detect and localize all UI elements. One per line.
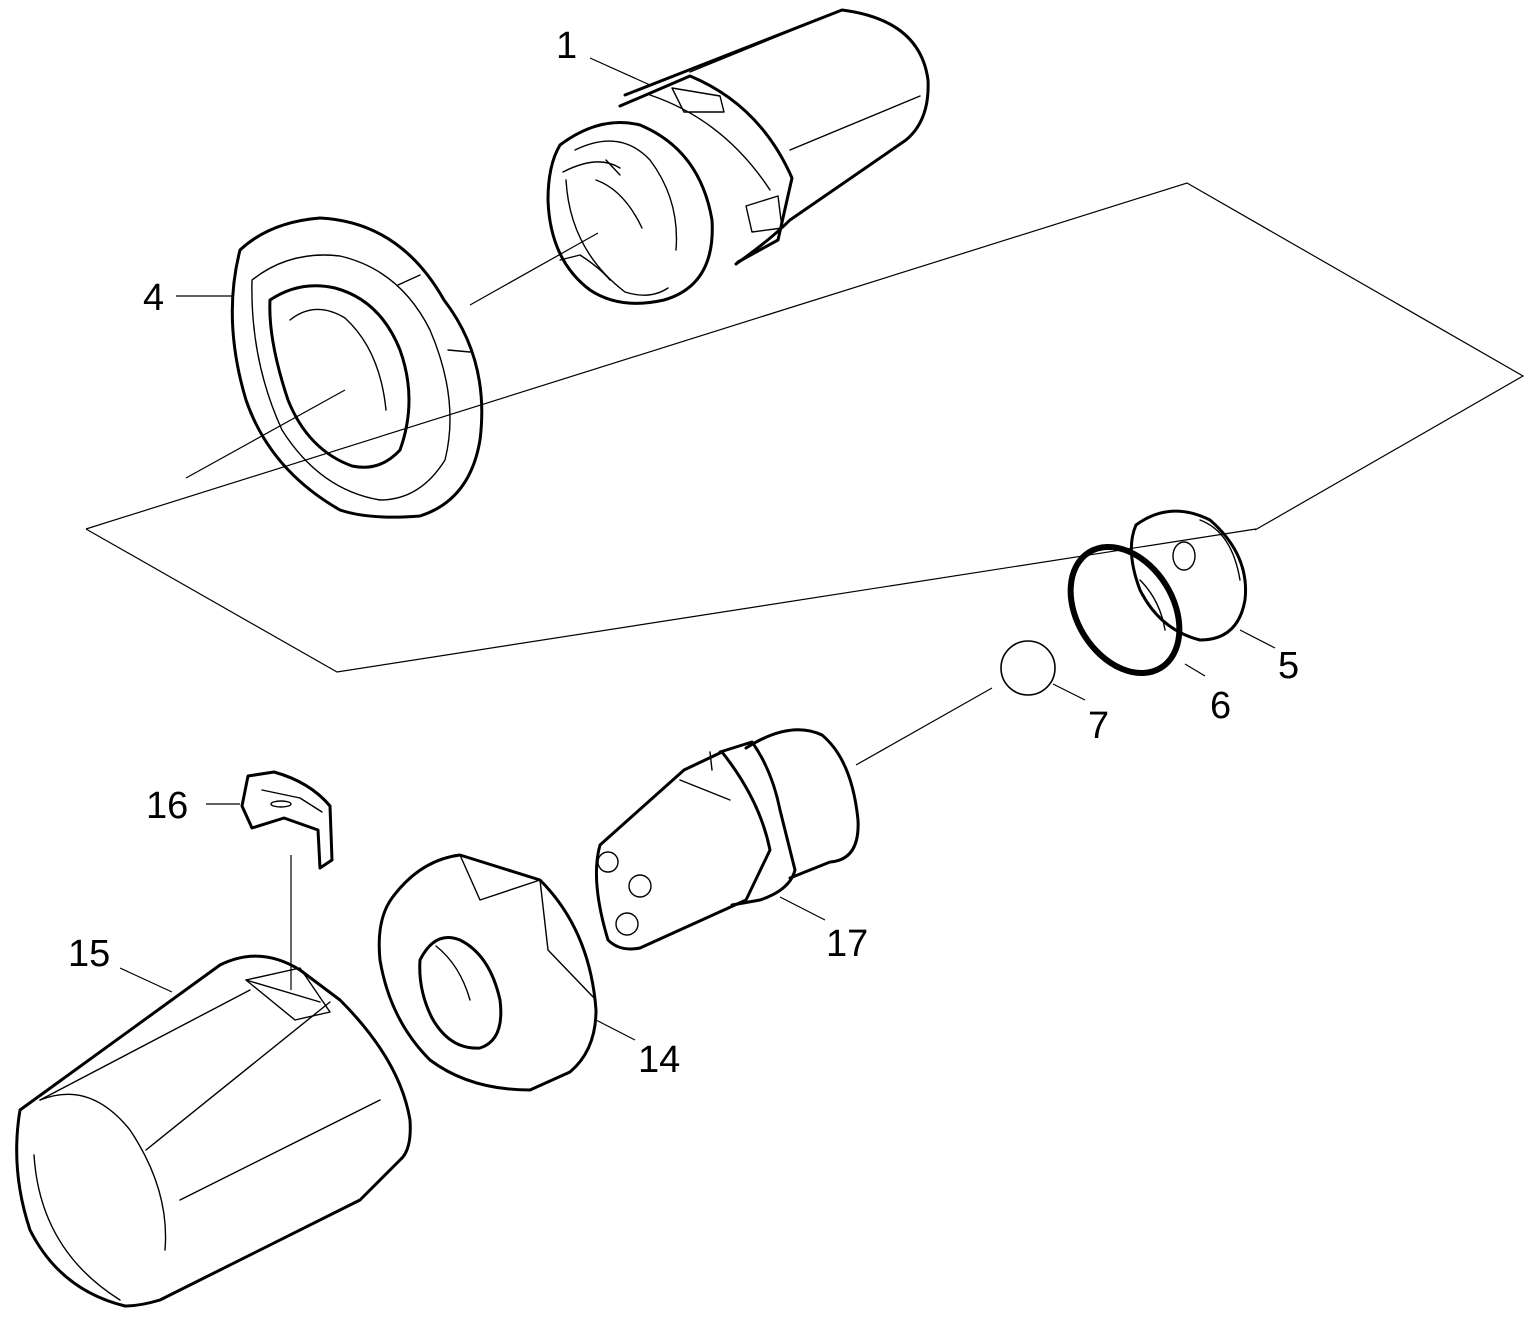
part-7-ball xyxy=(1000,640,1056,696)
callout-7: 7 xyxy=(1088,705,1109,747)
callout-5: 5 xyxy=(1278,645,1299,687)
part-4-union-nut xyxy=(230,216,484,519)
callout-15: 15 xyxy=(68,933,110,975)
callout-4: 4 xyxy=(143,277,164,319)
callout-14: 14 xyxy=(638,1039,680,1081)
callout-6: 6 xyxy=(1210,685,1231,727)
part-14-hex-nut xyxy=(377,853,598,1092)
part-6-o-ring xyxy=(1067,543,1183,677)
callout-16: 16 xyxy=(146,785,188,827)
axis-lines xyxy=(185,232,993,990)
part-17-nozzle-insert xyxy=(594,728,860,951)
part-1-housing xyxy=(546,8,930,305)
callout-labels: 1 4 5 6 7 14 15 16 17 xyxy=(68,25,1299,1081)
callout-leaders xyxy=(119,57,1276,1041)
part-16-clip xyxy=(240,770,334,870)
part-5-disc xyxy=(1129,509,1248,642)
part-15-cap xyxy=(15,954,412,1308)
assembly-frame xyxy=(85,182,1525,673)
callout-1: 1 xyxy=(556,25,577,67)
callout-17: 17 xyxy=(826,923,868,965)
